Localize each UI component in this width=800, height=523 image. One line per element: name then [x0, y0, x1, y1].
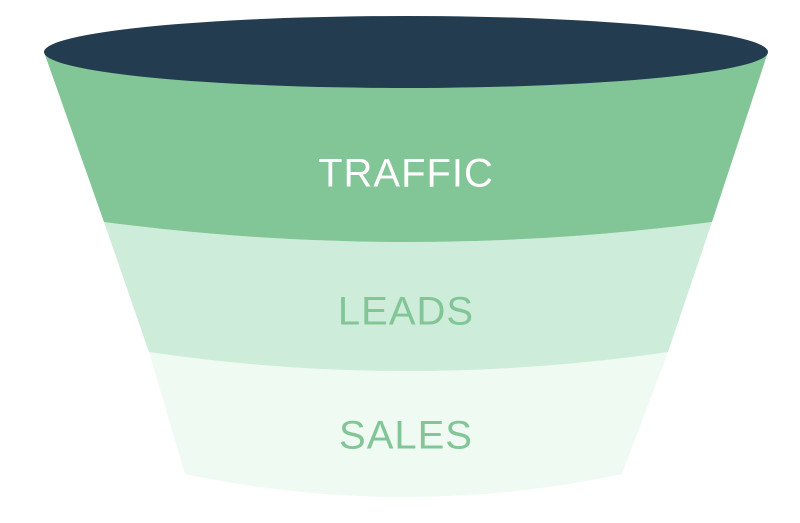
- funnel-stage-sales-label: SALES: [339, 414, 473, 458]
- funnel-stage-traffic-label: TRAFFIC: [318, 152, 494, 196]
- funnel-stage-traffic: [44, 52, 768, 242]
- funnel-rim: [44, 16, 768, 88]
- funnel-stage-leads-label: LEADS: [338, 290, 474, 334]
- funnel-stage-sales: [149, 352, 668, 497]
- funnel-stage-leads: [104, 222, 712, 371]
